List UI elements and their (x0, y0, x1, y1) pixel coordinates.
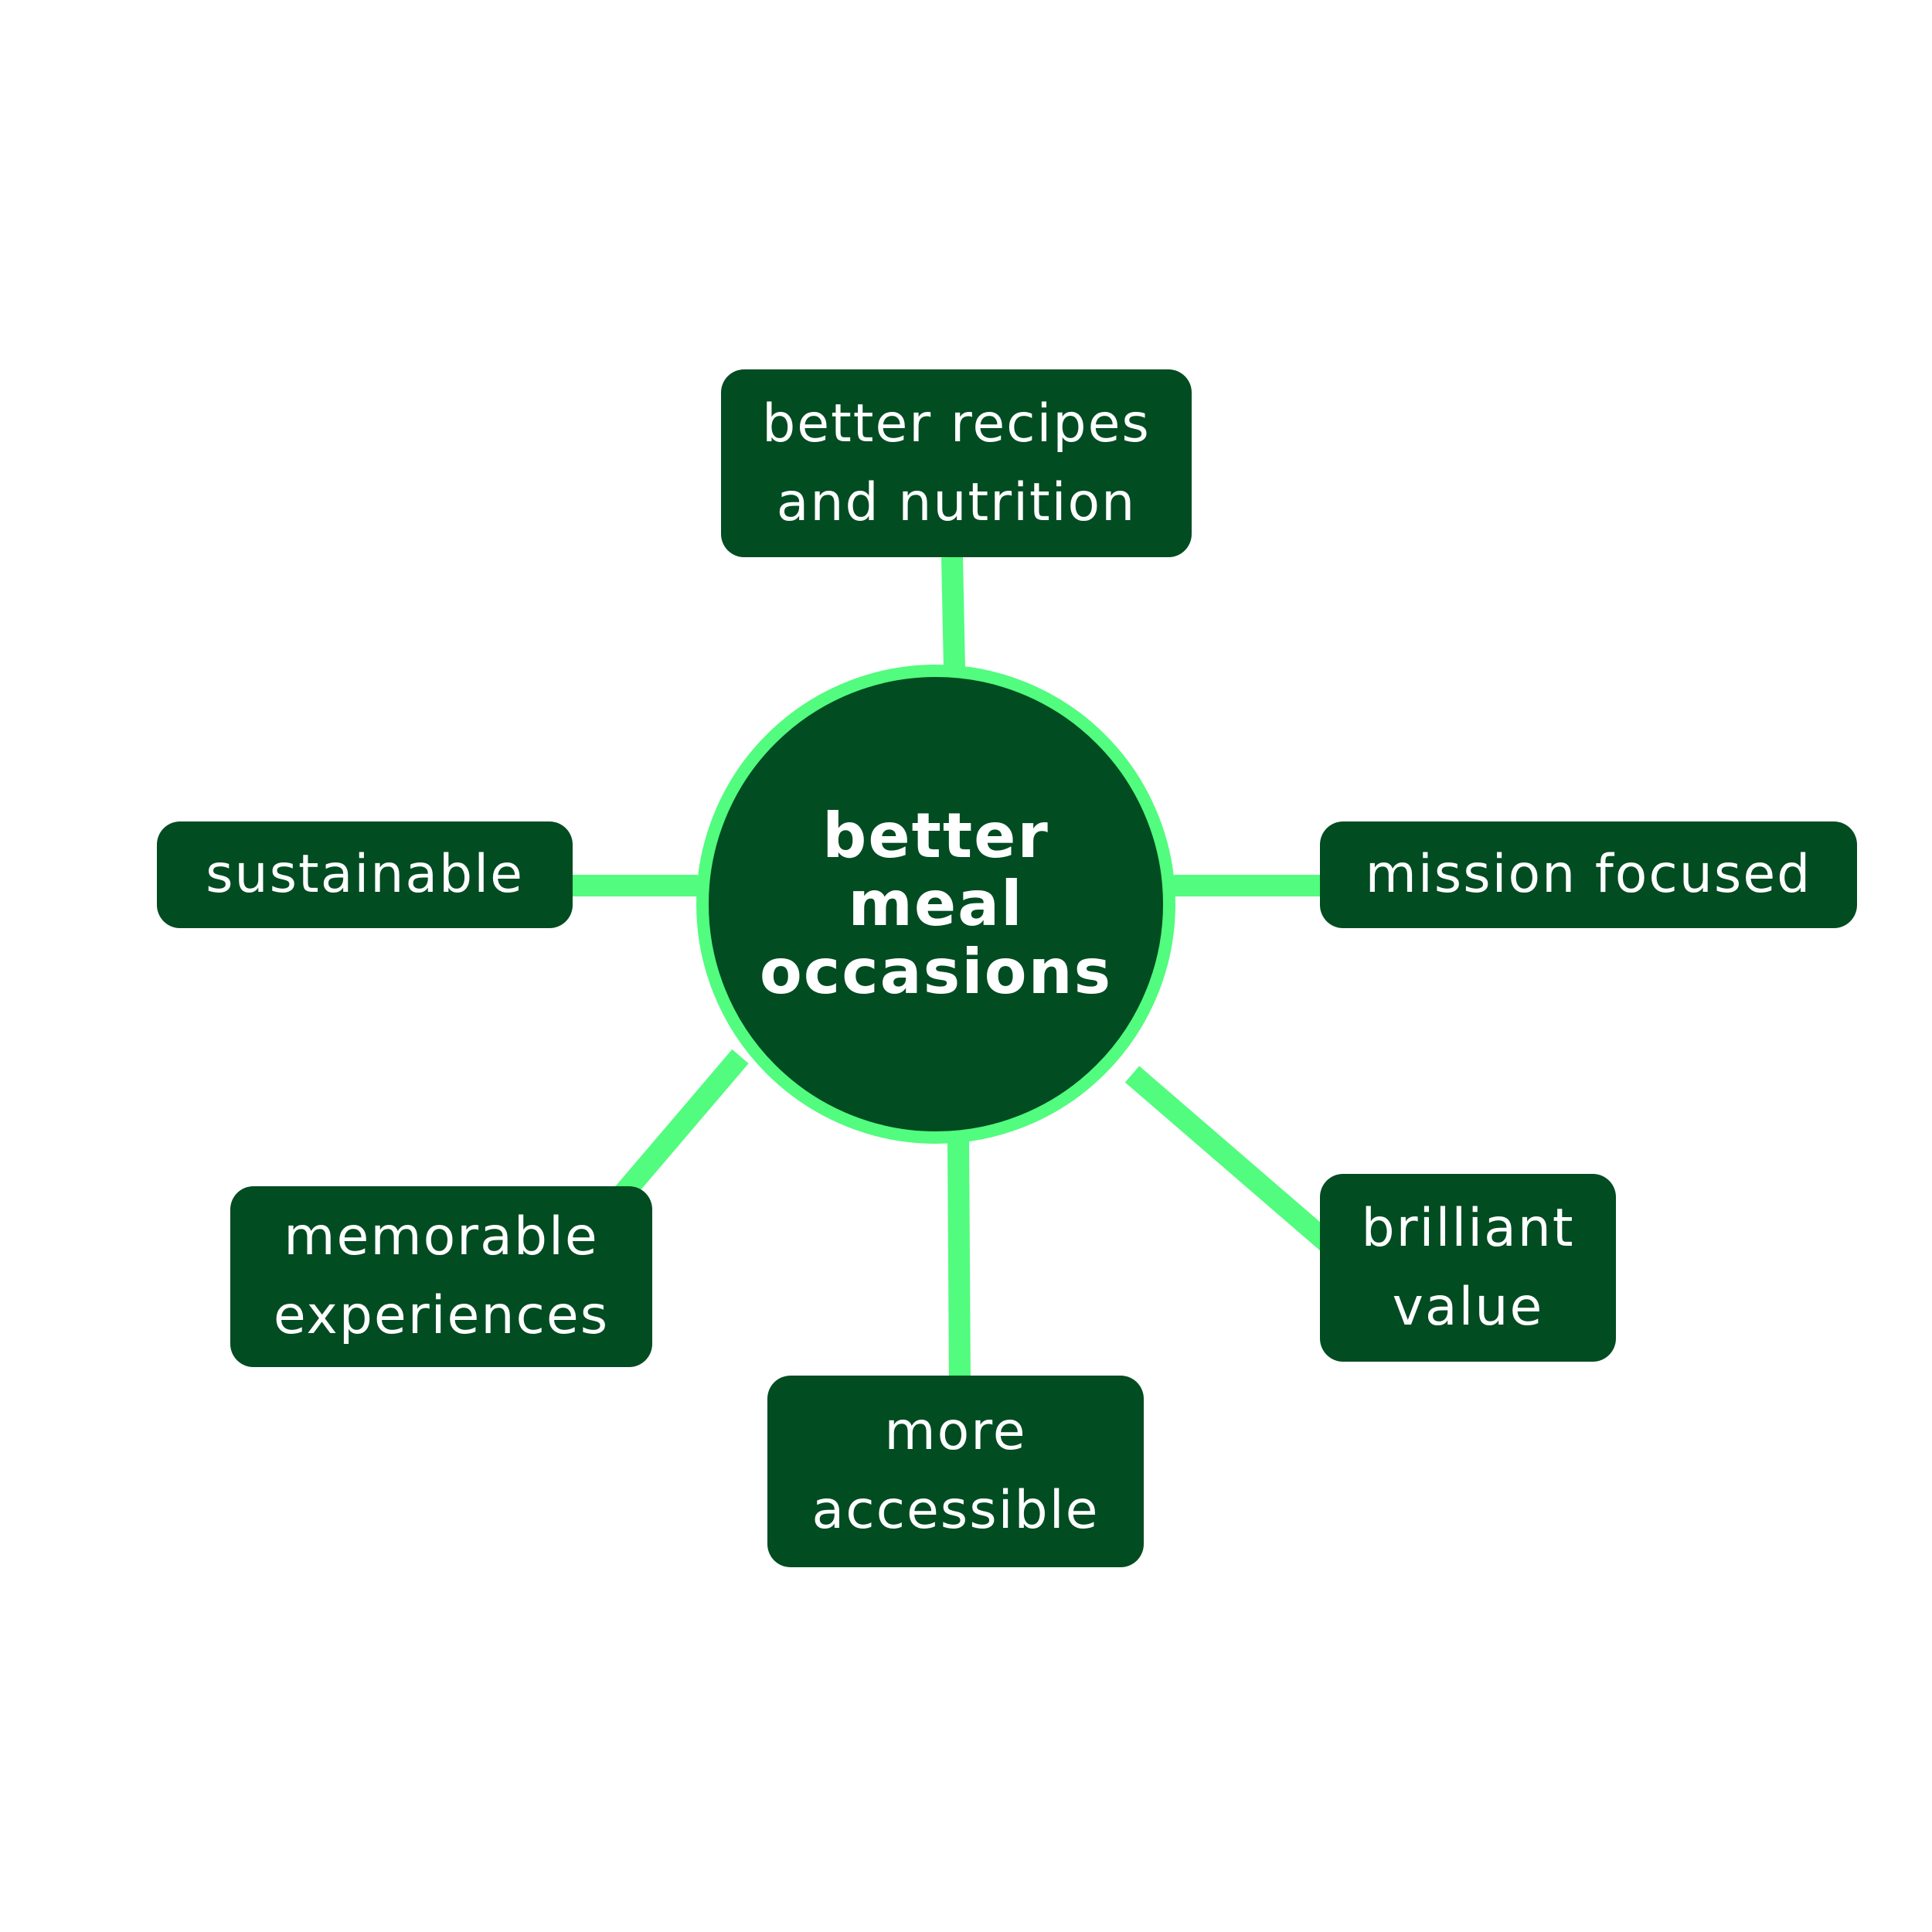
node-mission-focused-label: mission focused (1365, 844, 1812, 905)
node-sustainable: sustainable (157, 821, 573, 928)
node-mission-focused: mission focused (1320, 821, 1857, 928)
connector-brilliant (1124, 1066, 1337, 1253)
node-sustainable-label: sustainable (206, 844, 524, 905)
connector-accessible (947, 1138, 971, 1386)
connector-recipes (941, 556, 965, 670)
connector-memorable (611, 1049, 749, 1206)
